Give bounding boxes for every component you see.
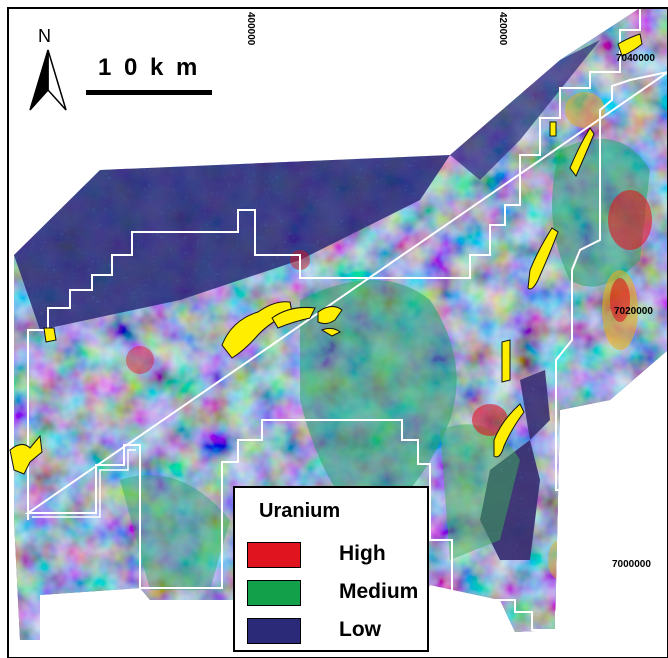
- claim-boundary: [24, 8, 668, 631]
- scale-label: 1 0 k m: [98, 54, 201, 81]
- easting-label: 400000: [245, 12, 256, 46]
- legend-item-high: High: [247, 542, 427, 568]
- northing-label: 7040000: [616, 53, 655, 64]
- legend-swatch-low: [247, 618, 301, 644]
- northing-label: 7020000: [614, 306, 653, 317]
- north-label: N: [38, 26, 51, 46]
- deposit-outlines: [9, 33, 643, 475]
- north-arrow-icon: [29, 49, 67, 111]
- legend-label-low: Low: [339, 618, 381, 641]
- north-arrow: N: [28, 26, 68, 116]
- legend-label-medium: Medium: [339, 580, 419, 603]
- legend-title: Uranium: [259, 500, 341, 522]
- legend-item-medium: Medium: [247, 580, 427, 606]
- scale-line: [86, 90, 212, 95]
- legend-label-high: High: [339, 542, 386, 565]
- legend: Uranium High Medium Low: [233, 486, 429, 652]
- map-frame: [7, 7, 668, 658]
- legend-swatch-high: [247, 542, 301, 568]
- legend-swatch-medium: [247, 580, 301, 606]
- easting-label: 420000: [497, 12, 508, 46]
- scale-bar: 1 0 k m: [86, 54, 216, 104]
- northing-label: 7000000: [612, 559, 651, 570]
- legend-item-low: Low: [247, 618, 427, 644]
